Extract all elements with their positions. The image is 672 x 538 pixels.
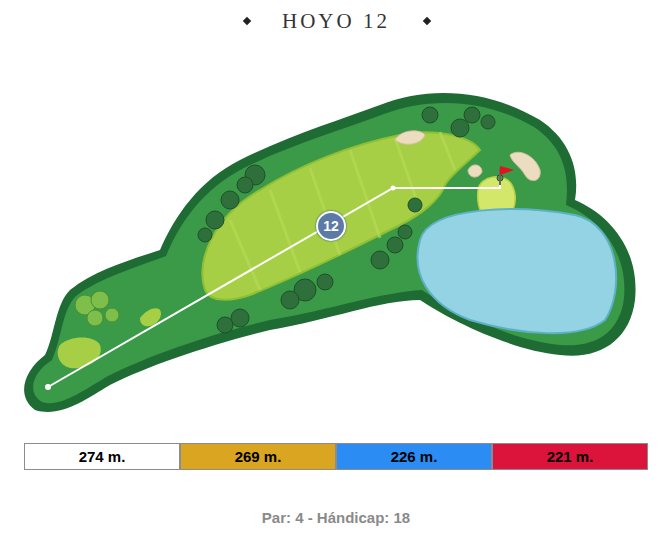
distance-text: 269 m. [235, 448, 282, 465]
hole-caption: Par: 4 - Hándicap: 18 [0, 509, 672, 526]
distance-text: 221 m. [547, 448, 594, 465]
tee-distance-cell: 226 m. [336, 443, 492, 470]
tee-distance-cell: 269 m. [180, 443, 336, 470]
tee-area [58, 338, 101, 369]
rough [33, 103, 624, 403]
tee-trees [75, 291, 119, 326]
lake [417, 209, 616, 333]
title-ornament [243, 17, 251, 25]
distance-text: 274 m. [79, 448, 126, 465]
landing-point [391, 186, 396, 191]
trees [198, 107, 503, 333]
tee-marker [45, 384, 51, 390]
bunkers [395, 131, 540, 181]
hole-number-marker: 12 [316, 211, 346, 241]
hole-title: HOYO 12 [0, 9, 672, 34]
flag [500, 166, 514, 175]
title-ornament [423, 17, 431, 25]
callout-number: 12 [323, 218, 339, 234]
play-line [48, 168, 500, 387]
tee-distance-cell: 221 m. [492, 443, 648, 470]
tee-distance-cell: 274 m. [24, 443, 180, 470]
rough-border [24, 93, 635, 412]
distance-text: 226 m. [391, 448, 438, 465]
